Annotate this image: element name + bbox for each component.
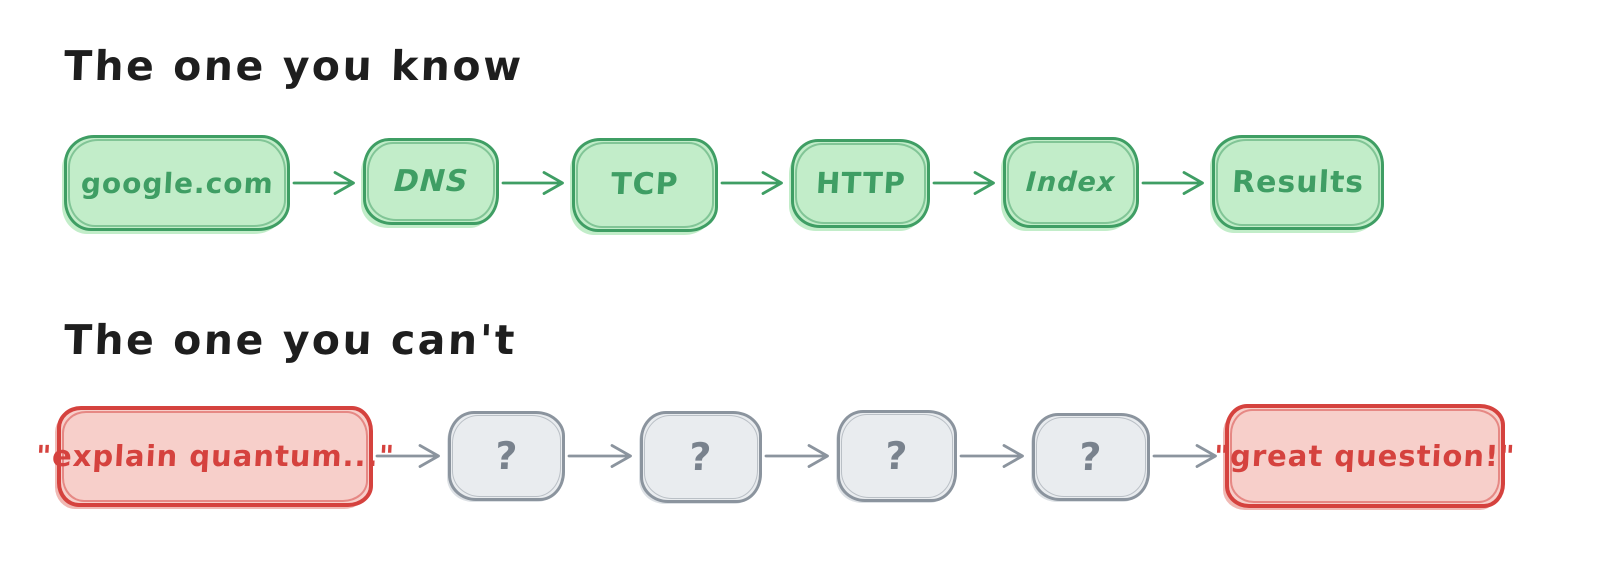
node-unknown-step-1: ?	[448, 411, 565, 501]
node-dns: DNS	[363, 138, 499, 225]
node-unknown-step-1-label: ?	[493, 434, 520, 478]
arrow-right-icon	[720, 171, 783, 195]
arrow-right-icon	[764, 444, 829, 468]
arrow-right-icon	[292, 171, 355, 195]
arrow-right-icon	[1141, 171, 1204, 195]
section-title-cant: The one you can't	[63, 316, 518, 364]
node-google-com: google.com	[64, 135, 290, 231]
section-title-known: The one you know	[63, 42, 525, 90]
node-great-question-label: "great question!"	[1213, 439, 1517, 473]
node-http-label: HTTP	[814, 166, 907, 200]
flow-known-pipeline: google.com DNS TCP HTTP Index Resul	[64, 133, 1384, 233]
node-index: Index	[1003, 136, 1139, 228]
node-tcp-label: TCP	[610, 167, 680, 202]
arrow-right-icon	[501, 171, 564, 195]
node-unknown-step-3: ?	[837, 409, 957, 502]
node-unknown-step-4: ?	[1032, 412, 1150, 501]
node-results: Results	[1212, 134, 1384, 230]
arrow-right-icon	[932, 171, 995, 195]
node-google-com-label: google.com	[79, 166, 275, 200]
node-explain-quantum: "explain quantum..."	[35, 405, 395, 507]
node-great-question: "great question!"	[1213, 404, 1517, 508]
node-unknown-step-2-label: ?	[688, 435, 714, 479]
node-results-label: Results	[1231, 164, 1365, 200]
node-http: HTTP	[791, 138, 930, 228]
node-dns-label: DNS	[392, 164, 470, 199]
arrow-right-icon	[375, 444, 440, 468]
flow-unknown-pipeline: "explain quantum..." ? ? ? ? "great	[35, 403, 1517, 509]
node-unknown-step-2: ?	[640, 411, 762, 503]
node-unknown-step-3-label: ?	[884, 433, 910, 478]
arrow-right-icon	[567, 444, 632, 468]
arrow-right-icon	[959, 444, 1024, 468]
node-unknown-step-4-label: ?	[1078, 434, 1104, 479]
node-index-label: Index	[1025, 166, 1117, 198]
arrow-right-icon	[1152, 444, 1217, 468]
node-tcp: TCP	[572, 137, 718, 232]
node-explain-quantum-label: "explain quantum..."	[34, 439, 396, 473]
